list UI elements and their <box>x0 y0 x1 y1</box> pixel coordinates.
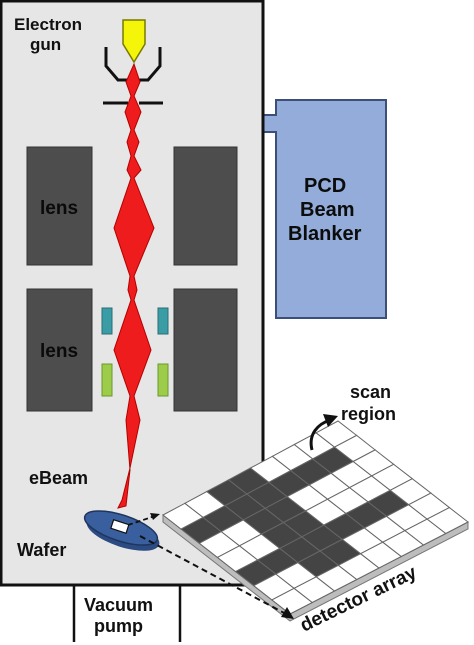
label-beam: Beam <box>300 199 354 221</box>
detector-cell <box>426 507 469 535</box>
wafer <box>83 510 160 551</box>
projection-arrow-lower <box>281 607 294 619</box>
label-electron: Electron <box>14 15 82 34</box>
label-blanker: Blanker <box>288 223 362 245</box>
scan-region-arrowhead <box>323 414 338 427</box>
label-pump: pump <box>94 616 143 636</box>
label-lens-upper: lens <box>40 198 78 219</box>
label-wafer: Wafer <box>17 540 66 560</box>
label-region: region <box>341 404 396 424</box>
deflector-left-green <box>101 363 113 397</box>
label-lens-lower: lens <box>40 341 78 362</box>
label-gun: gun <box>30 35 61 54</box>
lens-lower-right <box>173 288 238 412</box>
ebeam-path <box>113 62 155 509</box>
deflector-right-teal <box>157 307 169 335</box>
lens-upper-left <box>26 146 93 266</box>
projection-line-lower <box>139 535 287 615</box>
label-pcd: PCD <box>304 175 346 197</box>
label-vacuum: Vacuum <box>84 595 153 615</box>
label-scan: scan <box>350 382 391 402</box>
lens-upper-right <box>173 146 238 266</box>
detector-array <box>162 420 469 622</box>
gun-emitter <box>122 19 146 64</box>
deflector-left-teal <box>101 307 113 335</box>
projection-arrow-upper <box>150 513 160 520</box>
lens-lower-left <box>26 288 93 412</box>
deflector-right-green <box>157 363 169 397</box>
label-ebeam: eBeam <box>29 468 88 488</box>
